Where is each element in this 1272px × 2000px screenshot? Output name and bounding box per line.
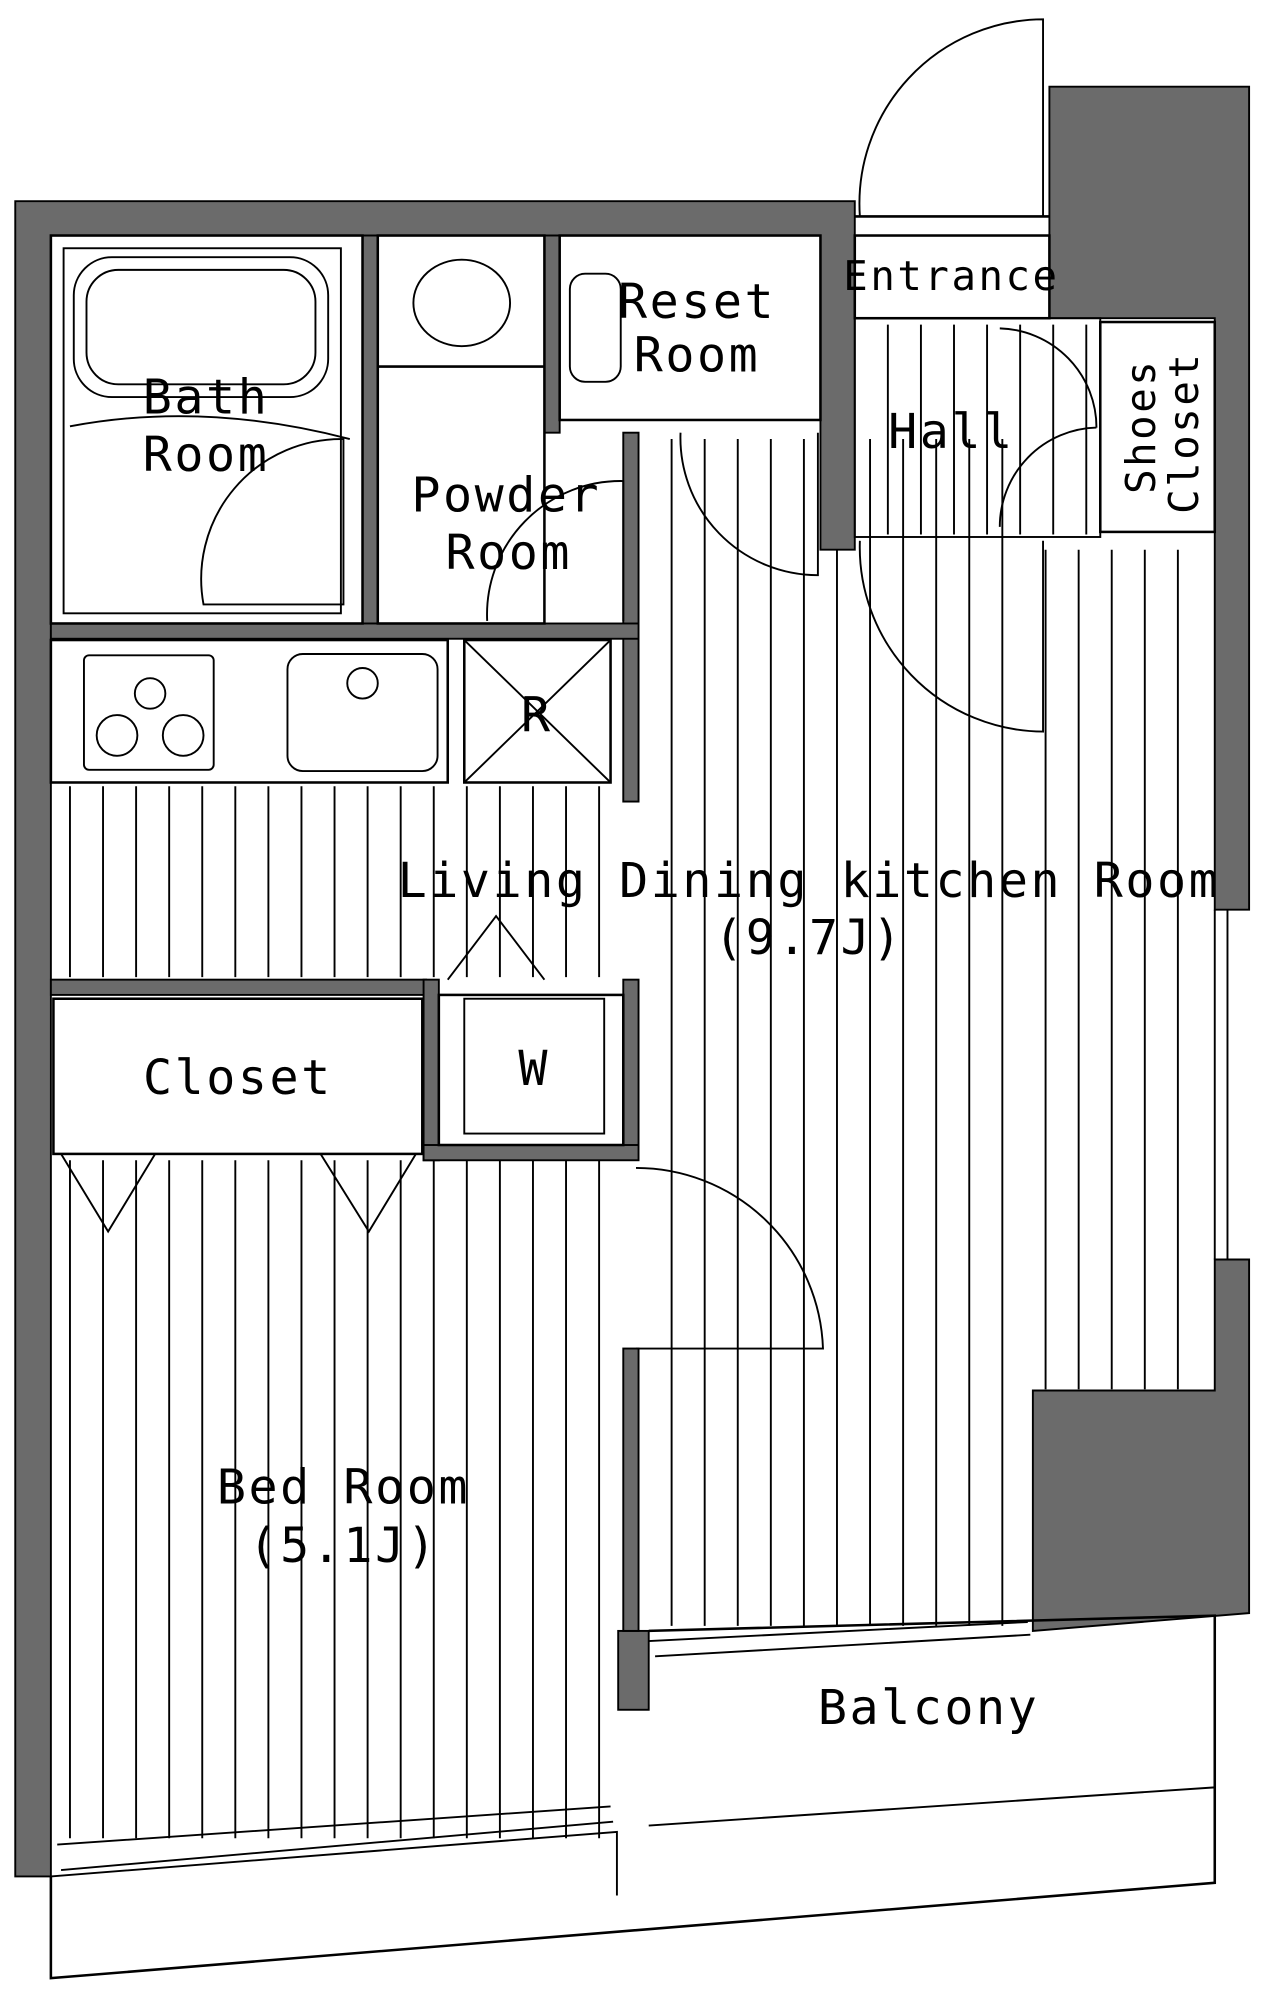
bath-room-label-2: Room xyxy=(143,427,270,483)
bed-room-size-label: (5.1J) xyxy=(249,1518,439,1574)
ldk-label: Living Dining kitchen Room xyxy=(398,853,1221,909)
closet-label: Closet xyxy=(143,1050,333,1106)
entrance: Entrance xyxy=(843,18,1059,320)
reset-room-label: Reset xyxy=(618,274,776,330)
powder-room-label: Powder xyxy=(411,468,601,524)
flooring-stripes xyxy=(69,324,1179,1839)
doors xyxy=(635,1166,824,1350)
kitchen-counter xyxy=(49,638,450,784)
refrigerator-space: R xyxy=(463,638,612,784)
refrigerator-label: R xyxy=(521,688,553,744)
shoes-closet-label: Shoes xyxy=(1117,359,1165,494)
shoes-closet-label-2: Closet xyxy=(1160,352,1208,514)
entrance-label: Entrance xyxy=(843,252,1059,300)
hall: Hall xyxy=(853,317,1102,733)
washer-label: W xyxy=(518,1041,550,1097)
bath-room-label: Bath xyxy=(143,370,270,426)
balcony-label: Balcony xyxy=(818,1680,1039,1736)
powder-room-label-2: Room xyxy=(446,525,573,581)
shoes-closet: Shoes Closet xyxy=(1099,320,1217,534)
closet: Closet xyxy=(52,997,424,1234)
bath-room: Bath Room xyxy=(49,234,364,625)
powder-room: Powder Room xyxy=(376,234,625,625)
washer-space: W xyxy=(437,914,625,1147)
hall-label: Hall xyxy=(888,404,1015,460)
ldk-size-label: (9.7J) xyxy=(714,910,904,966)
reset-room: Reset Room xyxy=(558,234,822,577)
reset-room-label-2: Room xyxy=(634,328,761,384)
balcony: Balcony xyxy=(49,909,1229,1980)
bed-room-label: Bed Room xyxy=(217,1460,470,1516)
